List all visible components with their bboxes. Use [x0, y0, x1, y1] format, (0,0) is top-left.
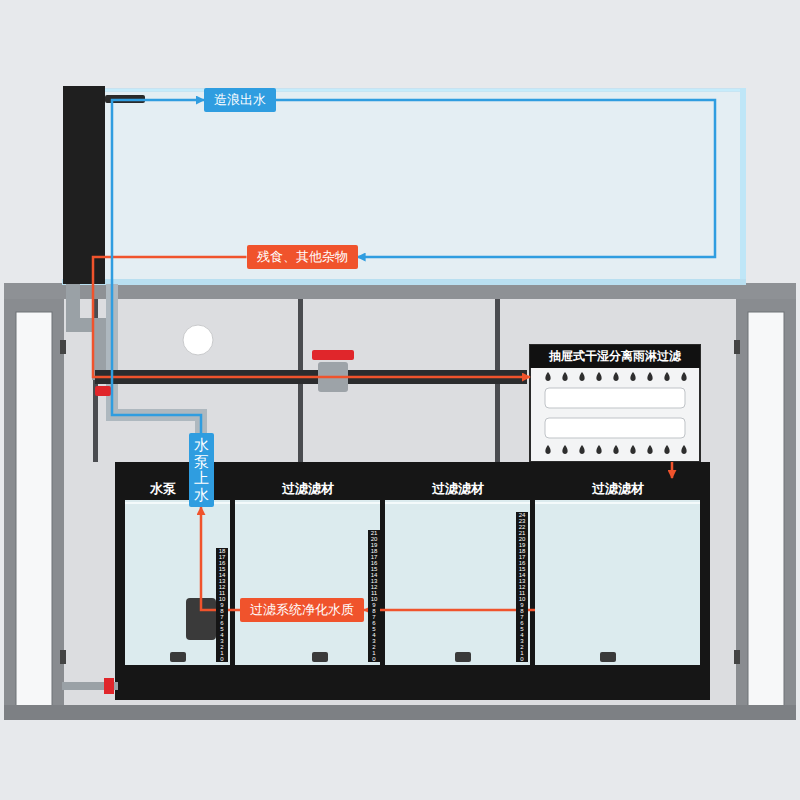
flow-label: 造浪出水: [214, 91, 266, 109]
water-drop: [664, 372, 669, 381]
sump-divider: [530, 500, 535, 665]
sump-compartment: 过滤滤材: [385, 478, 530, 665]
hinge: [734, 650, 740, 664]
compartment-heading: 水泵: [125, 478, 230, 500]
bulkhead: [312, 652, 328, 662]
drawer-body: [530, 345, 700, 462]
water-drop: [681, 372, 686, 381]
tank-corner: [740, 88, 746, 283]
water-drop: [562, 445, 567, 454]
water-drop: [596, 445, 601, 454]
compartment-heading: 过滤滤材: [235, 478, 380, 500]
flow-label: 水泵上水: [194, 437, 209, 503]
water-drop: [579, 372, 584, 381]
water-drop: [579, 445, 584, 454]
water-drop: [545, 372, 550, 381]
water-drop: [630, 372, 635, 381]
compartment-heading: 过滤滤材: [385, 478, 530, 500]
bulkhead: [455, 652, 471, 662]
flow-tag: 水泵上水: [189, 433, 214, 507]
cabinet-top-bar: [4, 283, 796, 299]
sump-divider: [380, 500, 385, 665]
hinge: [60, 340, 66, 354]
drawer-filter-box: 抽屉式干湿分离雨淋过滤: [530, 345, 700, 462]
tank-top-edge: [66, 89, 744, 91]
scale-number: 0: [216, 656, 228, 662]
water-drop: [630, 445, 635, 454]
bulkhead: [600, 652, 616, 662]
bottom-valve: [104, 678, 114, 694]
right-door-glass: [748, 312, 784, 708]
cabinet-bottom: [4, 705, 796, 720]
flow-arrow: [276, 100, 715, 257]
sump-compartment: 水泵: [125, 478, 230, 665]
right-door: [736, 299, 796, 720]
water-drop: [613, 372, 618, 381]
overflow-column: [63, 86, 105, 284]
sump-compartment: 过滤滤材: [535, 478, 700, 665]
flow-label: 残食、其他杂物: [257, 248, 348, 266]
water-drop: [562, 372, 567, 381]
scale-number: 0: [368, 656, 380, 662]
flow-label: 过滤系统净化水质: [250, 601, 354, 619]
left-door-glass: [16, 312, 52, 708]
hinge: [734, 340, 740, 354]
sump-compartment: 过滤滤材: [235, 478, 380, 665]
flow-tag: 过滤系统净化水质: [240, 598, 364, 622]
bulkhead: [170, 652, 186, 662]
flow-tag: 造浪出水: [204, 88, 276, 112]
flow-arrow: [112, 100, 204, 433]
valve-handle: [312, 350, 354, 360]
compartment-heading: 过滤滤材: [535, 478, 700, 500]
scale-number: 0: [516, 656, 528, 662]
flow-arrow: [671, 462, 674, 478]
cable-hole: [183, 325, 213, 355]
flow-arrow: [364, 609, 535, 612]
water-drop: [613, 445, 618, 454]
sump-divider: [230, 500, 235, 665]
cabinet-back: [62, 299, 738, 720]
hinge: [60, 650, 66, 664]
water-drop: [647, 372, 652, 381]
valve-handle: [95, 386, 111, 396]
water-drop: [664, 445, 669, 454]
compartment-heading: 抽屉式干湿分离雨淋过滤: [530, 345, 700, 368]
flow-arrow: [93, 257, 530, 377]
flow-tag: 残食、其他杂物: [247, 245, 358, 269]
water-drop: [647, 445, 652, 454]
flow-arrow: [201, 507, 240, 610]
sump-glass: [125, 500, 700, 665]
drawer-tray: [545, 418, 685, 438]
left-door: [4, 299, 64, 720]
tank-bottom-rim: [62, 279, 746, 285]
water-drop: [681, 445, 686, 454]
tank-glass: [66, 90, 744, 282]
water-drop: [596, 372, 601, 381]
water-drop: [545, 445, 550, 454]
drawer-tray: [545, 388, 685, 408]
